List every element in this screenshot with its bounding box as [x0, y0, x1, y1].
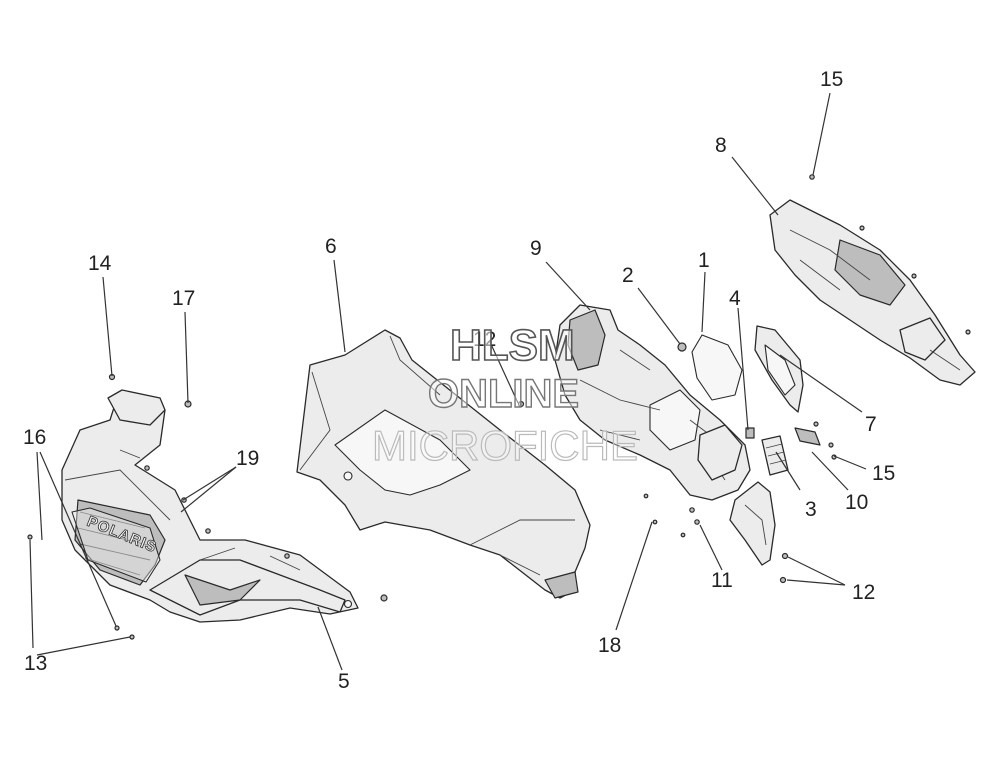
dash-console-frame: [554, 304, 751, 501]
callout-17: 17: [172, 287, 195, 310]
callout-12-right: 12: [852, 581, 875, 604]
watermark-line-3: MICROFICHE: [372, 422, 638, 469]
callout-18: 18: [598, 634, 621, 657]
hood-panel: [296, 329, 591, 599]
callout-8: 8: [715, 134, 727, 157]
side-panel: [729, 481, 776, 566]
vent-grille-3: [761, 435, 789, 476]
front-bumper-assembly: POLARIS: [61, 389, 359, 623]
callout-9: 9: [530, 237, 542, 260]
callout-12-middle: 12: [473, 328, 496, 351]
crossmember-8: [769, 199, 976, 386]
hardware-bits: [27, 174, 971, 640]
callout-2: 2: [622, 264, 634, 287]
callout-19: 19: [236, 447, 259, 470]
clip-4: [745, 427, 755, 439]
callout-13: 13: [24, 652, 47, 675]
callout-numbers: 1 2 3 4 5 6 7 8 9 10 11 12 12 13 14 15 1…: [23, 68, 895, 693]
callout-7: 7: [865, 413, 877, 436]
callout-5: 5: [338, 670, 350, 693]
watermark-line-2: ONLINE: [428, 372, 579, 416]
gasket-ring: [691, 334, 743, 401]
fastener-2: [677, 342, 687, 352]
watermark-line-1: HLSM: [450, 321, 575, 370]
bezel-panel: [754, 325, 804, 413]
callout-3: 3: [805, 498, 817, 521]
callout-1: 1: [698, 249, 710, 272]
callout-14: 14: [88, 252, 112, 275]
switch-block-10: [794, 427, 821, 446]
watermark: HLSM ONLINE MICROFICHE: [371, 320, 638, 469]
callout-4: 4: [729, 287, 741, 310]
leader-lines: [29, 92, 867, 671]
callout-15-upper: 15: [820, 68, 843, 91]
callout-10: 10: [845, 491, 868, 514]
callout-11: 11: [711, 569, 733, 592]
callout-6: 6: [325, 235, 337, 258]
callout-15-lower: 15: [872, 462, 895, 485]
callout-16: 16: [23, 426, 46, 449]
